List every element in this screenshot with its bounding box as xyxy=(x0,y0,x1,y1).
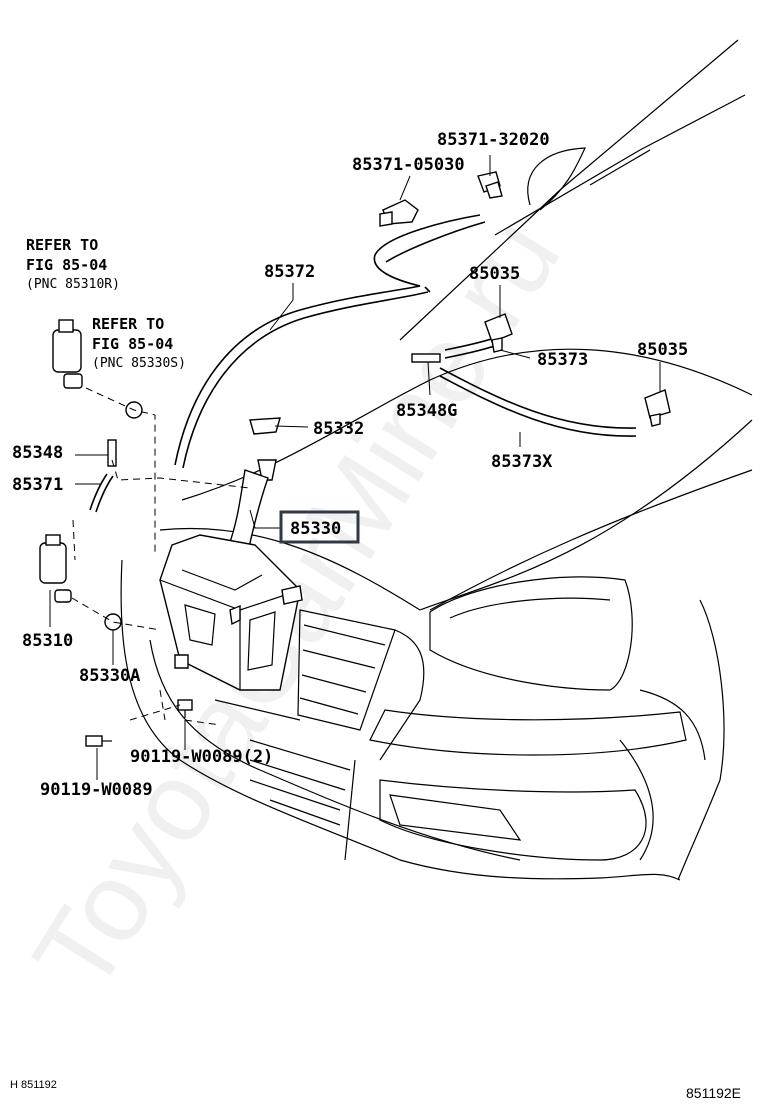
label-85330: 85330 xyxy=(290,519,341,539)
washer-nozzle-85035-left xyxy=(484,313,513,353)
washer-pump-refer-85310r xyxy=(52,319,83,389)
bolt-90119-w0089-2 xyxy=(177,699,193,718)
label-85332: 85332 xyxy=(313,419,364,439)
highlight-box-85330 xyxy=(279,510,360,544)
reference-note-85330s: REFER TO FIG 85-04 (PNC 85330S) xyxy=(92,315,186,371)
assembly-dashed-lines xyxy=(71,387,251,726)
leader-lines xyxy=(49,155,661,780)
label-85310: 85310 xyxy=(22,631,73,651)
washer-hose-85373x xyxy=(439,367,637,437)
footer-right-code: 851192E xyxy=(686,1085,741,1101)
ref1-line1: REFER TO xyxy=(26,236,98,254)
hose-joint-85348g xyxy=(411,353,441,363)
washer-hose-85372 xyxy=(174,214,486,469)
grommet-85330a xyxy=(104,613,122,631)
bolt-90119-w0089 xyxy=(85,735,112,747)
label-85348g: 85348G xyxy=(396,401,457,421)
label-85371: 85371 xyxy=(12,475,63,495)
label-85373: 85373 xyxy=(537,350,588,370)
hose-clip-85371-05030 xyxy=(379,199,419,227)
ref2-line3: (PNC 85330S) xyxy=(92,356,186,371)
label-85330a: 85330A xyxy=(79,666,140,686)
washer-tank-85330 xyxy=(159,417,303,691)
ref1-line2: FIG 85-04 xyxy=(26,256,107,274)
label-85371-05030: 85371-05030 xyxy=(352,155,465,175)
ref2-line2: FIG 85-04 xyxy=(92,335,173,353)
label-85372: 85372 xyxy=(264,262,315,282)
label-85035-a: 85035 xyxy=(469,264,520,284)
label-85348: 85348 xyxy=(12,443,63,463)
car-body-outline xyxy=(120,39,753,881)
label-90119-w0089: 90119-W0089 xyxy=(40,780,153,800)
reference-note-85310r: REFER TO FIG 85-04 (PNC 85310R) xyxy=(26,236,120,292)
part-labels: 85371-32020 85371-05030 85372 85035 8537… xyxy=(12,130,688,800)
label-90119-w0089-2: 90119-W0089(2) xyxy=(130,747,273,767)
ref2-line1: REFER TO xyxy=(92,315,164,333)
washer-pump-85310 xyxy=(39,534,72,603)
footer-left-code: H 851192 xyxy=(10,1079,57,1091)
hose-85371 xyxy=(89,473,108,511)
label-85035-b: 85035 xyxy=(637,340,688,360)
label-85373x: 85373X xyxy=(491,452,553,472)
ref1-line3: (PNC 85310R) xyxy=(26,277,120,292)
label-85371-32020: 85371-32020 xyxy=(437,130,550,150)
washer-nozzle-85035-right xyxy=(644,389,671,427)
hose-joint-85348 xyxy=(107,439,117,467)
